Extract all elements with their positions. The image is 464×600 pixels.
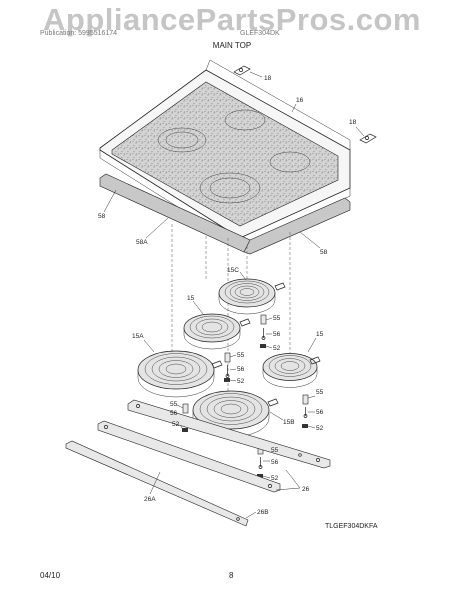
surface-element-15-right xyxy=(262,353,321,388)
surface-element-15-left xyxy=(183,313,251,350)
label-55-d: 55 xyxy=(170,401,178,408)
support-rail-middle xyxy=(97,420,281,493)
trim-strip-front xyxy=(65,440,249,527)
fastener-stack-c xyxy=(302,394,316,429)
footer-date: 04/10 xyxy=(40,571,61,580)
watermark: AppliancePartsPros.com xyxy=(43,2,421,37)
label-52-e: 52 xyxy=(271,475,279,482)
label-55-a: 55 xyxy=(273,315,281,322)
label-58-left: 58 xyxy=(98,213,106,220)
label-55-b: 55 xyxy=(237,352,245,359)
label-15-right: 15 xyxy=(316,331,324,338)
mounting-bracket-left xyxy=(233,65,263,78)
label-56-e: 56 xyxy=(271,459,279,466)
model-number: GLEF304DK xyxy=(240,30,280,37)
support-rail-upper xyxy=(127,399,331,469)
label-58-right: 58 xyxy=(320,249,328,256)
surface-element-15a xyxy=(137,350,223,398)
label-52-b: 52 xyxy=(237,378,245,385)
label-56-b: 56 xyxy=(237,366,245,373)
felt-strip-right xyxy=(243,197,351,255)
label-56-a: 56 xyxy=(273,331,281,338)
diagram-code: TLGEF304DKFA xyxy=(325,523,378,530)
mounting-bracket-right xyxy=(355,126,377,144)
label-56-d: 56 xyxy=(170,410,178,417)
fastener-stack-b xyxy=(224,352,237,382)
publication-number: Publication: 5995516174 xyxy=(40,30,118,37)
label-55-e: 55 xyxy=(271,447,279,454)
part-labels: 16 18 18 58 58A 58 15C 15 15A 15 15B 55 … xyxy=(98,75,357,516)
label-52-c: 52 xyxy=(316,425,324,432)
label-56-c: 56 xyxy=(316,409,324,416)
label-55-c: 55 xyxy=(316,389,324,396)
page-number: 8 xyxy=(229,571,234,580)
label-15-left: 15 xyxy=(187,295,195,302)
fastener-stack-a xyxy=(260,314,273,349)
surface-element-15c xyxy=(218,278,286,315)
label-15c: 15C xyxy=(227,267,239,274)
label-26a: 26A xyxy=(144,496,156,503)
label-26: 26 xyxy=(302,486,310,493)
page-title: MAIN TOP xyxy=(212,41,252,50)
main-top-cooktop xyxy=(99,59,351,247)
label-58a: 58A xyxy=(136,239,148,246)
label-52-a: 52 xyxy=(273,345,281,352)
label-15b: 15B xyxy=(283,419,295,426)
label-15a: 15A xyxy=(132,333,144,340)
label-18-right: 18 xyxy=(349,119,357,126)
label-18-left: 18 xyxy=(264,75,272,82)
label-52-d: 52 xyxy=(172,421,180,428)
label-16: 16 xyxy=(296,97,304,104)
label-26b: 26B xyxy=(257,509,269,516)
